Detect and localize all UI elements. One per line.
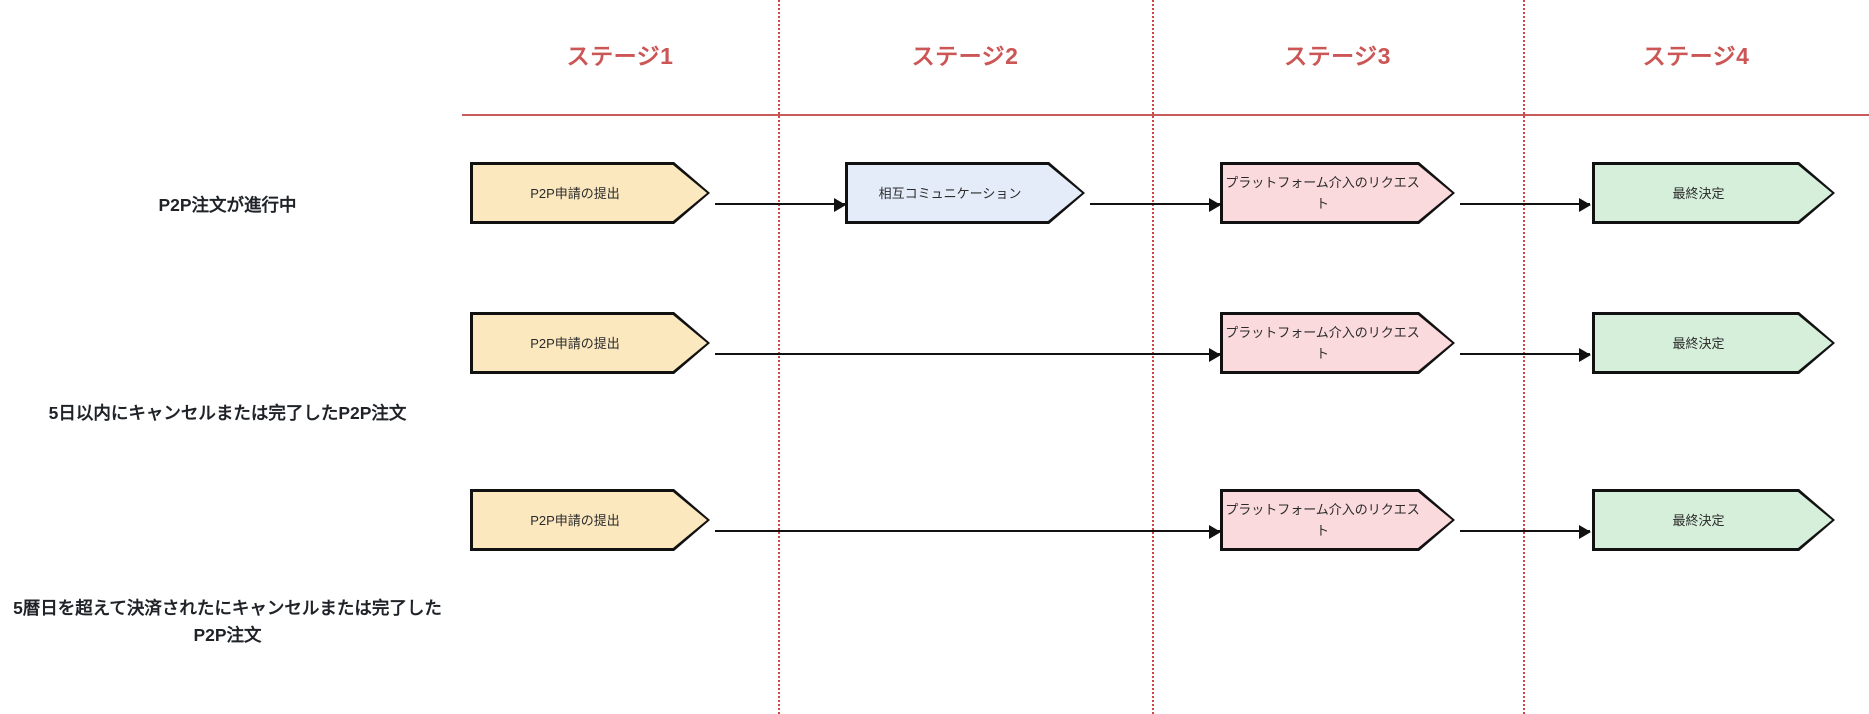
arrow-row1-s1-s2 [715, 198, 846, 212]
node-label: P2P申請の提出 [530, 185, 620, 201]
stage-header-2: ステージ2 [911, 43, 1019, 69]
row-label-3: 5暦日を超えて決済されたにキャンセルまたは完了したP2P注文 [13, 598, 442, 645]
node-row3-stage4[interactable]: 最終決定 [1592, 489, 1835, 551]
node-label: プラットフォーム介入のリクエスト [1225, 325, 1420, 361]
stage-header-1: ステージ1 [566, 43, 674, 69]
node-fill [1595, 492, 1832, 548]
arrow-row2-s3-s4 [1460, 348, 1591, 362]
node-label: 最終決定 [1672, 512, 1725, 528]
arrow-row1-s2-s3 [1090, 198, 1221, 212]
node-fill [1223, 165, 1452, 221]
node-row3-stage3[interactable]: プラットフォーム介入のリクエスト [1220, 489, 1455, 551]
stage-header-4: ステージ4 [1642, 43, 1750, 69]
node-fill [848, 165, 1082, 221]
node-row2-stage4[interactable]: 最終決定 [1592, 312, 1835, 374]
node-row1-stage2[interactable]: 相互コミュニケーション [845, 162, 1085, 224]
arrow-row2-s1-s3 [715, 348, 1221, 362]
arrow-row3-s1-s3 [715, 525, 1221, 539]
node-label: P2P申請の提出 [530, 512, 620, 528]
node-fill [1223, 492, 1452, 548]
node-row2-stage3[interactable]: プラットフォーム介入のリクエスト [1220, 312, 1455, 374]
stage-divider-2 [1152, 0, 1154, 714]
node-fill [473, 492, 707, 548]
node-row1-stage3[interactable]: プラットフォーム介入のリクエスト [1220, 162, 1455, 224]
node-label: 相互コミュニケーション [878, 185, 1022, 201]
node-row3-stage1[interactable]: P2P申請の提出 [470, 489, 710, 551]
arrow-row3-s3-s4 [1460, 525, 1591, 539]
node-fill [1595, 315, 1832, 371]
node-fill [473, 315, 707, 371]
stage-header-3: ステージ3 [1284, 43, 1391, 69]
stage-divider-3 [1523, 0, 1525, 714]
stage-header-baseline [462, 114, 1869, 116]
node-row1-stage1[interactable]: P2P申請の提出 [470, 162, 710, 224]
row-label-2: 5日以内にキャンセルまたは完了したP2P注文 [48, 403, 407, 423]
node-label: プラットフォーム介入のリクエスト [1225, 502, 1420, 538]
node-row1-stage4[interactable]: 最終決定 [1592, 162, 1835, 224]
node-row2-stage1[interactable]: P2P申請の提出 [470, 312, 710, 374]
node-fill [1595, 165, 1832, 221]
node-label: プラットフォーム介入のリクエスト [1225, 175, 1420, 211]
node-fill [1223, 315, 1452, 371]
node-label: 最終決定 [1672, 335, 1725, 351]
node-fill [473, 165, 707, 221]
node-label: 最終決定 [1672, 185, 1725, 201]
row-label-1: P2P注文が進行中 [158, 195, 297, 215]
arrow-row1-s3-s4 [1460, 198, 1591, 212]
stage-divider-1 [778, 0, 780, 714]
node-label: P2P申請の提出 [530, 335, 620, 351]
